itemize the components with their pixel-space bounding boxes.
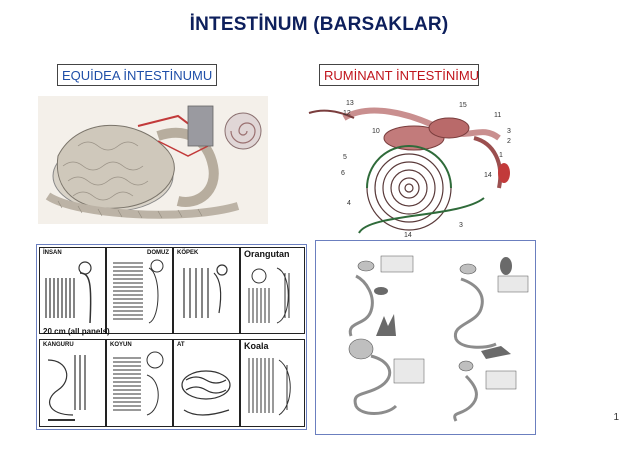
panel-pig: DOMUZ (106, 247, 173, 334)
dog-intestine-drawing (183, 264, 228, 318)
ruminant-number-14: 3 (459, 222, 463, 229)
ruminant-number-13: 14 (404, 232, 412, 239)
equine-intestine-illustration (38, 96, 268, 224)
equine-intestine-label: EQUİDEA İNTESTİNUMU (57, 64, 217, 86)
ruminant-intestine-illustration: 13 12 15 11 10 3 2 1 5 14 6 4 14 3 (299, 93, 521, 239)
ruminant-number-2: 12 (343, 110, 351, 117)
panel-label-orangutan: Orangutan (244, 249, 290, 259)
panel-horse: AT (173, 339, 240, 427)
ruminant-number-9: 5 (343, 154, 347, 161)
panel-koala: Koala (240, 339, 305, 427)
kangaroo-intestine-drawing (47, 355, 86, 421)
panel-human: İNSAN (39, 247, 106, 334)
ruminant-number-5: 10 (372, 128, 380, 135)
ruminant-number-4: 11 (494, 112, 501, 119)
panel-label-dog: KÖPEK (177, 250, 199, 256)
ruminant-number-10: 14 (484, 172, 492, 179)
ruminant-number-7: 2 (507, 138, 511, 145)
species-comparison-grid: İNSAN DOMUZ KÖPEK Orangutan 20 cm (all p… (36, 244, 307, 430)
ruminant-number-12: 4 (347, 200, 351, 207)
orangutan-intestine-drawing (248, 267, 290, 324)
panel-orangutan: Orangutan (240, 247, 305, 334)
panel-label-pig: DOMUZ (147, 250, 169, 256)
digestive-tract-illustration (316, 241, 535, 434)
panel-label-human: İNSAN (43, 250, 62, 256)
ruminant-intestine-label: RUMİNANT İNTESTİNİMU (319, 64, 479, 86)
panel-kangaroo: KANGURU (39, 339, 106, 427)
panel-label-horse: AT (177, 342, 185, 348)
ruminant-intestine-figure: 13 12 15 11 10 3 2 1 5 14 6 4 14 3 (299, 93, 521, 239)
koala-intestine-drawing (248, 358, 291, 416)
panel-dog: KÖPEK (173, 247, 240, 334)
scale-note: 20 cm (all panels) (43, 327, 110, 336)
pig-intestine-drawing (113, 259, 164, 324)
slide-title: İNTESTİNUM (BARSAKLAR) (189, 14, 449, 35)
panel-label-kangaroo: KANGURU (43, 342, 74, 348)
ruminant-number-8: 1 (499, 152, 503, 159)
page-number: 1 (613, 412, 619, 423)
panel-label-sheep: KOYUN (110, 342, 132, 348)
ruminant-number-11: 6 (341, 170, 345, 177)
human-intestine-drawing (45, 261, 92, 324)
ruminant-number-1: 13 (346, 100, 354, 107)
horse-intestine-drawing (181, 370, 231, 416)
equine-intestine-figure (38, 96, 268, 224)
ruminant-number-6: 3 (507, 128, 511, 135)
ruminant-number-3: 15 (459, 102, 467, 109)
digestive-tract-comparison (315, 240, 536, 435)
panel-sheep: KOYUN (106, 339, 173, 427)
sheep-intestine-drawing (113, 351, 164, 416)
panel-label-koala: Koala (244, 341, 269, 351)
